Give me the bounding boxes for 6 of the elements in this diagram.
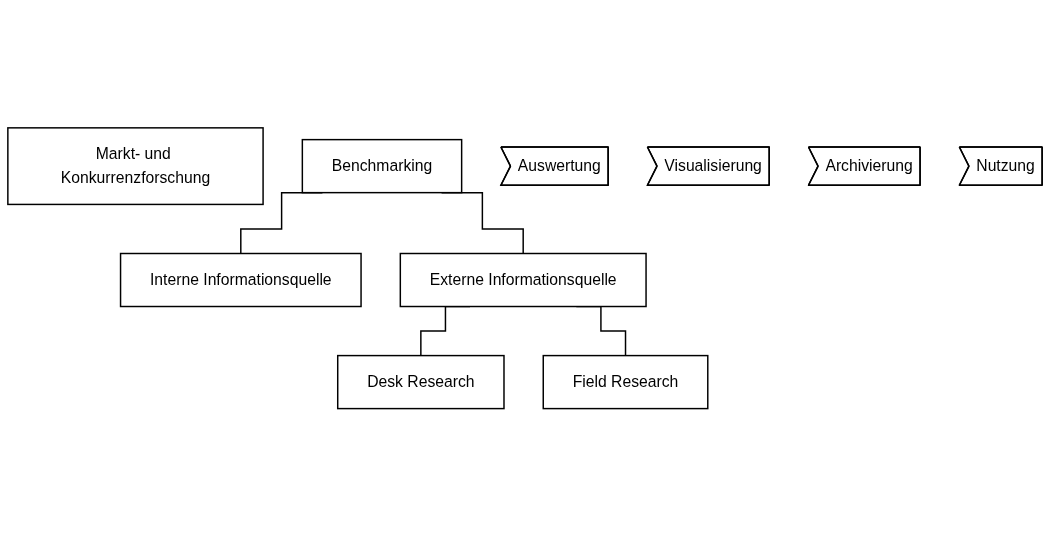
- node-box: Benchmarking: [301, 139, 463, 194]
- node-box: Markt- und Konkurrenzforschung: [7, 127, 264, 206]
- node-box: Interne Informationsquelle: [119, 253, 362, 308]
- node-box: Desk Research: [337, 355, 505, 410]
- node-box: Field Research: [542, 355, 709, 410]
- node-box: Externe Informationsquelle: [399, 253, 647, 308]
